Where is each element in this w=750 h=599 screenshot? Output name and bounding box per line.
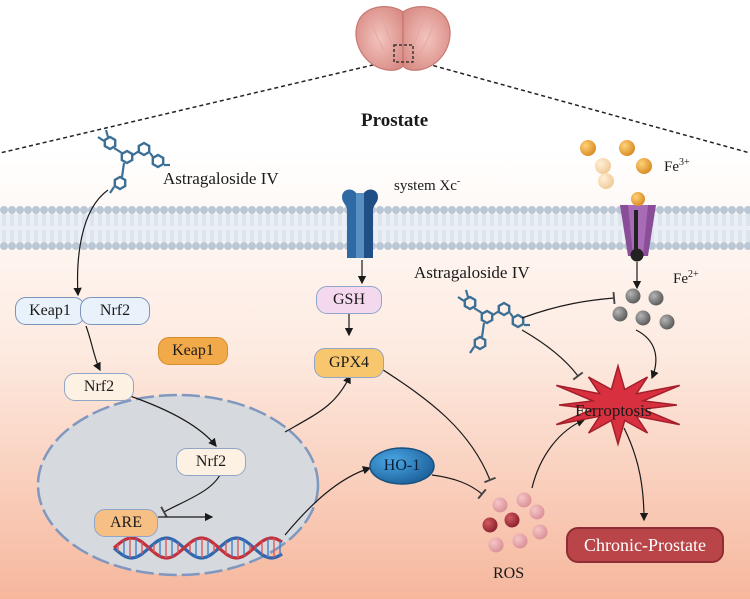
- arrow-drug-to-complex: [73, 189, 109, 297]
- gsh-box: GSH: [316, 286, 382, 314]
- dna-helix-icon: [112, 536, 283, 560]
- arrow-nucleus-to-gpx4: [284, 374, 351, 433]
- fe2-label: Fe2+: [673, 269, 699, 287]
- arrow-ros-to-ferroptosis: [531, 418, 586, 489]
- pathway-arrows: [73, 189, 659, 536]
- ho1-label: HO-1: [383, 457, 421, 474]
- keap1-complex-box: Keap1: [15, 297, 85, 325]
- zoom-line-right: [412, 59, 750, 154]
- nrf2-complex-box: Nrf2: [80, 297, 150, 325]
- transporter-label: system Xc-: [394, 176, 461, 194]
- arrow-complex-to-nrf2: [85, 325, 101, 372]
- chronic-prostate-box: Chronic-Prostate: [566, 527, 724, 563]
- inhibit-drug-ferroptosis: [521, 329, 584, 381]
- ho1-node-shape: [369, 447, 435, 485]
- astragaloside-molecule-icon: [97, 129, 170, 194]
- drug-label-right: Astragaloside IV: [414, 263, 530, 282]
- arrow-nucleus-to-ho1: [284, 466, 372, 536]
- system-xc-transporter-icon: [342, 189, 378, 258]
- fe3-label: Fe3+: [664, 157, 690, 175]
- keap1-free-box: Keap1: [158, 337, 228, 365]
- inhibit-gpx4-ros: [379, 367, 496, 484]
- inhibit-ho1-ros: [431, 474, 487, 500]
- fe2-ions: [612, 248, 675, 330]
- astragaloside-molecule-icon-right: [457, 289, 530, 354]
- nrf2-nucleus-box: Nrf2: [176, 448, 246, 476]
- drug-label-top: Astragaloside IV: [163, 169, 279, 188]
- arrow-nrf2-to-nucleus: [129, 395, 217, 447]
- iron-channel-icon: [620, 205, 656, 256]
- nrf2-cytoplasm-box: Nrf2: [64, 373, 134, 401]
- are-box: ARE: [94, 509, 158, 537]
- cell-membrane: [0, 206, 750, 250]
- ros-label: ROS: [493, 565, 525, 582]
- arrow-ferroptosis-to-chronic-prostate: [623, 427, 649, 522]
- ros-cluster: [482, 492, 548, 553]
- gpx4-box: GPX4: [314, 348, 384, 378]
- zoom-line-left: [0, 59, 395, 154]
- title-prostate: Prostate: [361, 110, 429, 131]
- ferroptosis-star-shape: [556, 363, 680, 447]
- arrow-fe2-to-ferroptosis: [635, 329, 659, 380]
- inhibit-drug-fe2: [521, 291, 616, 319]
- prostate-organ-icon: [355, 6, 451, 71]
- fe3-ions: [580, 140, 652, 206]
- ferroptosis-label: Ferroptosis: [575, 401, 652, 420]
